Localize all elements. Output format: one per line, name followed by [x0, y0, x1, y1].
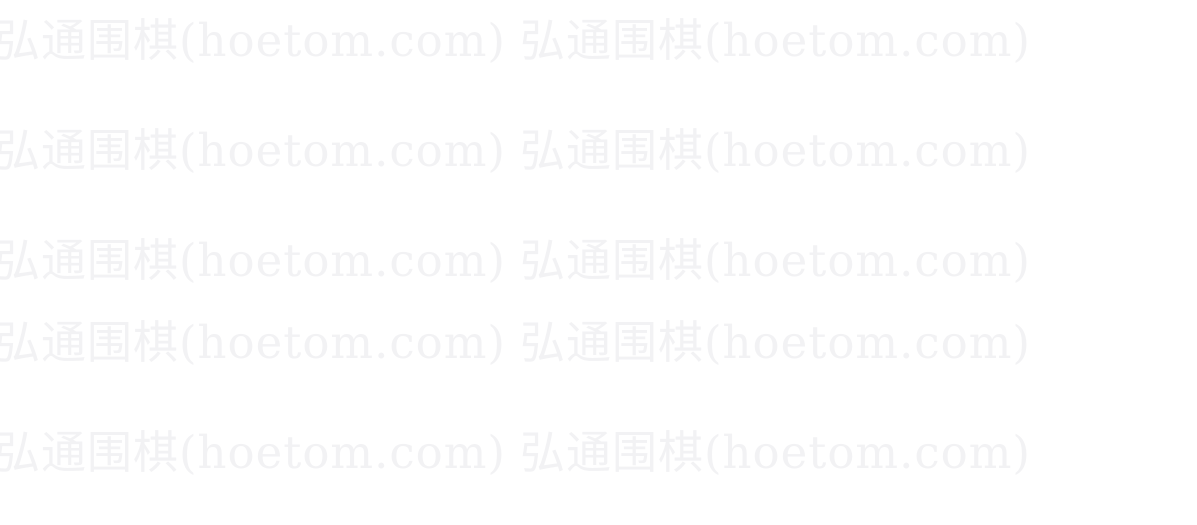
bracket-connector-layer — [0, 0, 1197, 525]
bracket-stage: 弘通围棋(hoetom.com)弘通围棋(hoetom.com)弘通围棋(hoe… — [0, 0, 1197, 525]
